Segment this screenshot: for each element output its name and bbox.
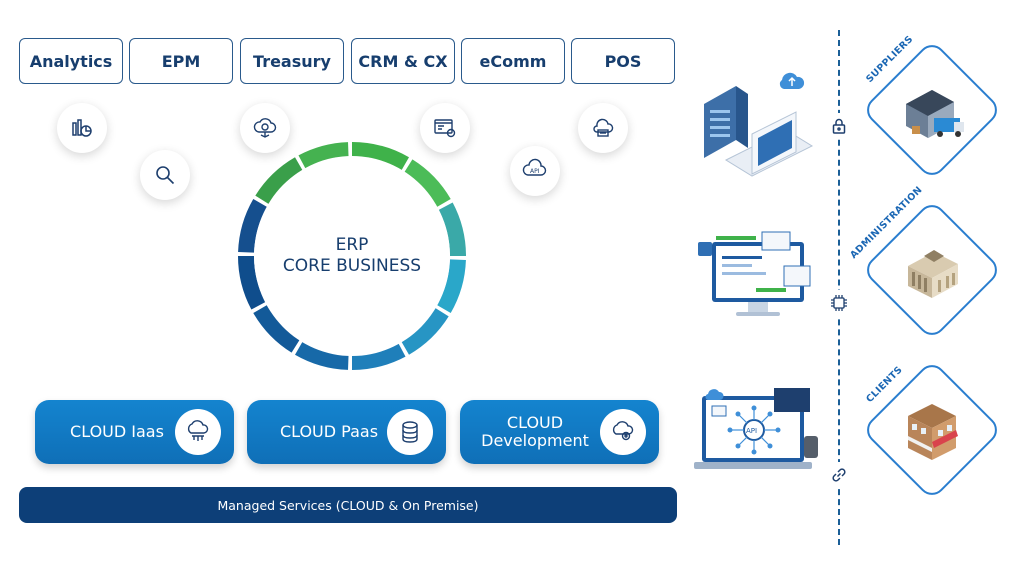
ring-segment xyxy=(238,199,268,253)
ring-segment xyxy=(253,305,301,353)
managed-services-bar[interactable]: Managed Services (CLOUD & On Premise) xyxy=(19,487,677,523)
ring-segment xyxy=(255,157,303,205)
ring-segment xyxy=(238,256,266,310)
ring-segment xyxy=(352,142,409,172)
shop-building-icon xyxy=(908,404,958,460)
cloud-iaas-button[interactable]: CLOUD Iaas xyxy=(35,400,234,464)
cloud-development-label: CLOUD Development xyxy=(481,412,589,450)
erp-core-circle: ERP CORE BUSINESS xyxy=(254,156,450,356)
cloud-development-button[interactable]: CLOUD Development xyxy=(460,400,659,464)
connection-divider xyxy=(838,30,840,545)
svg-text:API: API xyxy=(746,427,757,435)
core-title: ERP xyxy=(335,234,369,255)
pos-bubble xyxy=(578,103,628,153)
chart-icon xyxy=(72,119,92,137)
module-pos[interactable]: POS xyxy=(571,38,675,84)
cloud-paas-label: CLOUD Paas xyxy=(279,421,379,441)
api-bubble: API xyxy=(510,146,560,196)
government-building-icon xyxy=(908,250,958,298)
warehouse-truck-icon xyxy=(906,90,964,138)
ring-segment xyxy=(295,340,349,370)
ring-segment xyxy=(438,202,466,256)
cloud-gear-icon xyxy=(600,409,646,455)
lock-icon xyxy=(826,113,852,139)
analytics-chart-bubble xyxy=(57,103,107,153)
svg-text:API: API xyxy=(530,168,540,175)
administration-diamond[interactable]: ADMINISTRATION xyxy=(848,184,1003,341)
cloud-iaas-label: CLOUD Iaas xyxy=(70,421,164,441)
api-chip-icon xyxy=(826,290,852,316)
ring-segment xyxy=(352,342,406,370)
api-laptop-illustration: API xyxy=(694,380,824,476)
crm-bubble xyxy=(420,103,470,153)
module-crm[interactable]: CRM & CX xyxy=(351,38,455,84)
treasury-bubble xyxy=(240,103,290,153)
cloud-server-icon xyxy=(175,409,221,455)
erp-ring xyxy=(238,140,466,372)
cloud-money-icon xyxy=(253,118,277,138)
server-laptop-illustration xyxy=(696,64,816,188)
ring-segment xyxy=(403,159,451,207)
core-subtitle: CORE BUSINESS xyxy=(282,256,422,276)
monitor-code-illustration xyxy=(696,222,816,322)
clients-diamond[interactable]: CLIENTS xyxy=(861,359,1003,501)
ring-segment xyxy=(401,307,449,355)
module-analytics[interactable]: Analytics xyxy=(19,38,123,84)
ring-segment xyxy=(298,142,349,170)
api-cloud-icon: API xyxy=(522,158,547,176)
ring-segment xyxy=(436,259,466,313)
search-bubble xyxy=(140,150,190,200)
module-epm[interactable]: EPM xyxy=(129,38,233,84)
link-icon xyxy=(826,462,852,488)
cloud-cart-icon xyxy=(593,118,614,137)
window-gear-icon xyxy=(434,119,456,138)
module-ecomm[interactable]: eComm xyxy=(461,38,565,84)
suppliers-diamond[interactable]: SUPPLIERS xyxy=(861,34,1003,181)
database-icon xyxy=(387,409,433,455)
magnifier-icon xyxy=(156,166,175,185)
cloud-paas-button[interactable]: CLOUD Paas xyxy=(247,400,446,464)
module-treasury[interactable]: Treasury xyxy=(240,38,344,84)
